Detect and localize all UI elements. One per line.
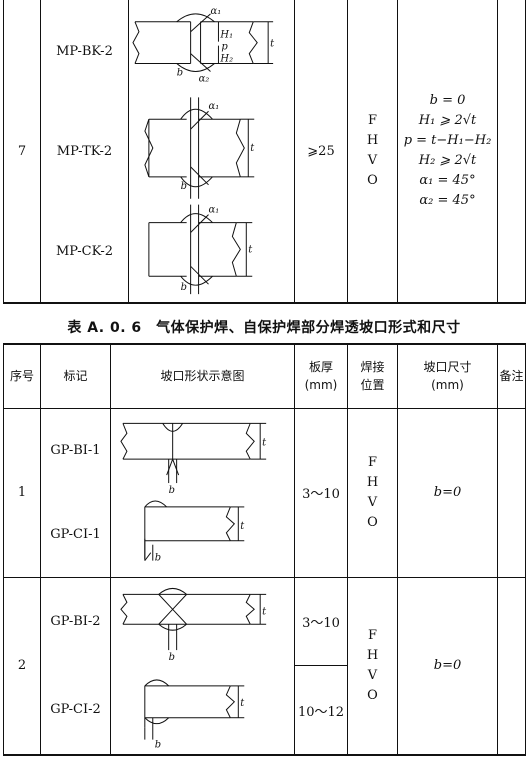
header-size: 坡口尺寸 (mm) [397, 343, 498, 409]
thickness-cell: 3～10 10～12 [294, 576, 348, 756]
note-cell [497, 576, 526, 756]
header-sketch: 坡口形状示意图 [110, 343, 295, 409]
thickness-cell: ⩾25 [294, 0, 348, 304]
label-alpha1: α₁ [211, 6, 222, 17]
pos-o: O [367, 687, 378, 703]
sketch-gp-ci-2 [144, 679, 245, 740]
sketch-mp-bk-2 [132, 13, 274, 72]
mark-gp-bi-1: GP-BI-1 [50, 443, 101, 459]
position-cell: F H V O [347, 407, 398, 578]
header-size-label: 坡口尺寸 [423, 360, 472, 375]
label-t: t [270, 39, 274, 50]
sketch-cell: t b t b [110, 576, 295, 756]
groove-sketches-mp: α₁ H₁ p H₂ t b α₂ α₁ t b α₁ t b [132, 6, 274, 295]
partial-penetration-table: 序号 标记 坡口形状示意图 板厚 (mm) 焊接 位置 坡口尺寸 (mm) 备注… [3, 343, 526, 756]
table-caption: 表 A. 0. 6 气体保护焊、自保护焊部分焊透坡口形式和尺寸 [67, 320, 461, 336]
position-cell: F H V O [347, 576, 398, 756]
label-t-bi1: t [262, 437, 266, 448]
sketch-gp-bi-2 [120, 587, 267, 650]
row-index: 2 [3, 576, 41, 756]
pos-f: F [367, 454, 378, 470]
pos-o: O [367, 173, 378, 188]
label-b: b [177, 67, 183, 78]
thickness-10-12: 10～12 [297, 704, 345, 720]
label-t-ck: t [248, 244, 252, 255]
table-row: 2 GP-BI-2 GP-CI-2 [3, 576, 526, 756]
header-note: 备注 [497, 343, 526, 409]
mark-cell: GP-BI-2 GP-CI-2 [40, 576, 111, 756]
label-t-bi2: t [262, 606, 266, 617]
label-p: p [221, 42, 228, 53]
pos-f: F [367, 627, 378, 643]
mark-mp-bk-2: MP-BK-2 [56, 43, 113, 59]
header-mark: 标记 [40, 343, 111, 409]
label-t-ci2: t [240, 698, 244, 709]
params-cell: b = 0 H₁ ⩾ 2√t p = t−H₁−H₂ H₂ ⩾ 2√t α₁ =… [397, 0, 498, 304]
thickness-cell: 3～10 [294, 407, 348, 578]
joint-table-continued: 7 MP-BK-2 MP-TK-2 MP-CK-2 [3, 0, 526, 304]
header-position: 焊接 位置 [347, 343, 398, 409]
thickness-3-10: 3～10 [295, 578, 347, 667]
pos-o: O [367, 514, 378, 530]
label-alpha1-ck: α₁ [209, 205, 220, 216]
label-alpha1-tk: α₁ [209, 101, 220, 112]
param-p: p = t−H₁−H₂ [403, 133, 492, 148]
header-row: 序号 标记 坡口形状示意图 板厚 (mm) 焊接 位置 坡口尺寸 (mm) 备注 [3, 343, 526, 409]
mark-mp-ck-2: MP-CK-2 [55, 243, 114, 259]
header-thickness-label: 板厚 [308, 360, 333, 375]
row-index: 1 [3, 407, 41, 578]
param-alpha2: α₂ = 45° [419, 193, 476, 208]
sketch-gp-bi-1 [120, 422, 267, 484]
size-cell: b=0 [397, 407, 498, 578]
position-cell: F H V O [347, 0, 398, 304]
param-alpha1: α₁ = 45° [419, 173, 476, 188]
mark-gp-ci-1: GP-CI-1 [50, 526, 101, 542]
label-t-tk: t [250, 143, 254, 154]
label-b-bi2: b [169, 652, 175, 663]
label-t-ci1: t [240, 521, 244, 532]
header-position-line1: 焊接 [360, 360, 385, 375]
note-cell [497, 0, 526, 304]
table-row: 1 GP-BI-1 GP-CI-1 [3, 407, 526, 578]
param-h2: H₂ ⩾ 2√t [418, 153, 477, 168]
mark-cell: GP-BI-1 GP-CI-1 [40, 407, 111, 578]
label-b-ck: b [181, 282, 187, 293]
header-index: 序号 [3, 343, 41, 409]
mark-gp-ci-2: GP-CI-2 [50, 702, 101, 718]
note-cell [497, 407, 526, 578]
pos-h: H [366, 133, 379, 148]
label-b-ci2: b [155, 739, 161, 750]
mark-cell: MP-BK-2 MP-TK-2 MP-CK-2 [40, 0, 129, 304]
header-size-unit: (mm) [431, 378, 464, 393]
pos-v: V [367, 494, 378, 510]
label-b-bi1: b [169, 485, 175, 496]
size-cell: b=0 [397, 576, 498, 756]
sketch-mp-tk-2 [144, 97, 255, 199]
label-h2: H₂ [219, 54, 233, 65]
header-position-line2: 位置 [360, 378, 385, 393]
row-index: 7 [3, 0, 41, 304]
sketch-gp-ci-1 [144, 500, 245, 561]
sketch-cell: t b t b [110, 407, 295, 578]
sketch-mp-ck-2 [148, 204, 253, 295]
pos-f: F [367, 113, 378, 128]
param-h1: H₁ ⩾ 2√t [418, 113, 477, 128]
header-thickness: 板厚 (mm) [294, 343, 348, 409]
param-b: b = 0 [429, 93, 466, 108]
groove-sketches-gp-2: t b t b [120, 587, 267, 750]
groove-sketches-gp-1: t b t b [120, 422, 267, 564]
pos-h: H [366, 647, 379, 663]
label-b-tk: b [181, 181, 187, 192]
pos-v: V [367, 667, 378, 683]
label-alpha2: α₂ [199, 73, 210, 84]
mark-gp-bi-2: GP-BI-2 [50, 614, 101, 630]
mark-mp-tk-2: MP-TK-2 [56, 143, 113, 159]
pos-h: H [366, 474, 379, 490]
header-thickness-unit: (mm) [304, 378, 338, 393]
label-b-ci1: b [155, 553, 161, 564]
pos-v: V [367, 153, 378, 168]
label-h1: H₁ [219, 30, 233, 41]
sketch-cell: α₁ H₁ p H₂ t b α₂ α₁ t b α₁ t b [128, 0, 295, 304]
